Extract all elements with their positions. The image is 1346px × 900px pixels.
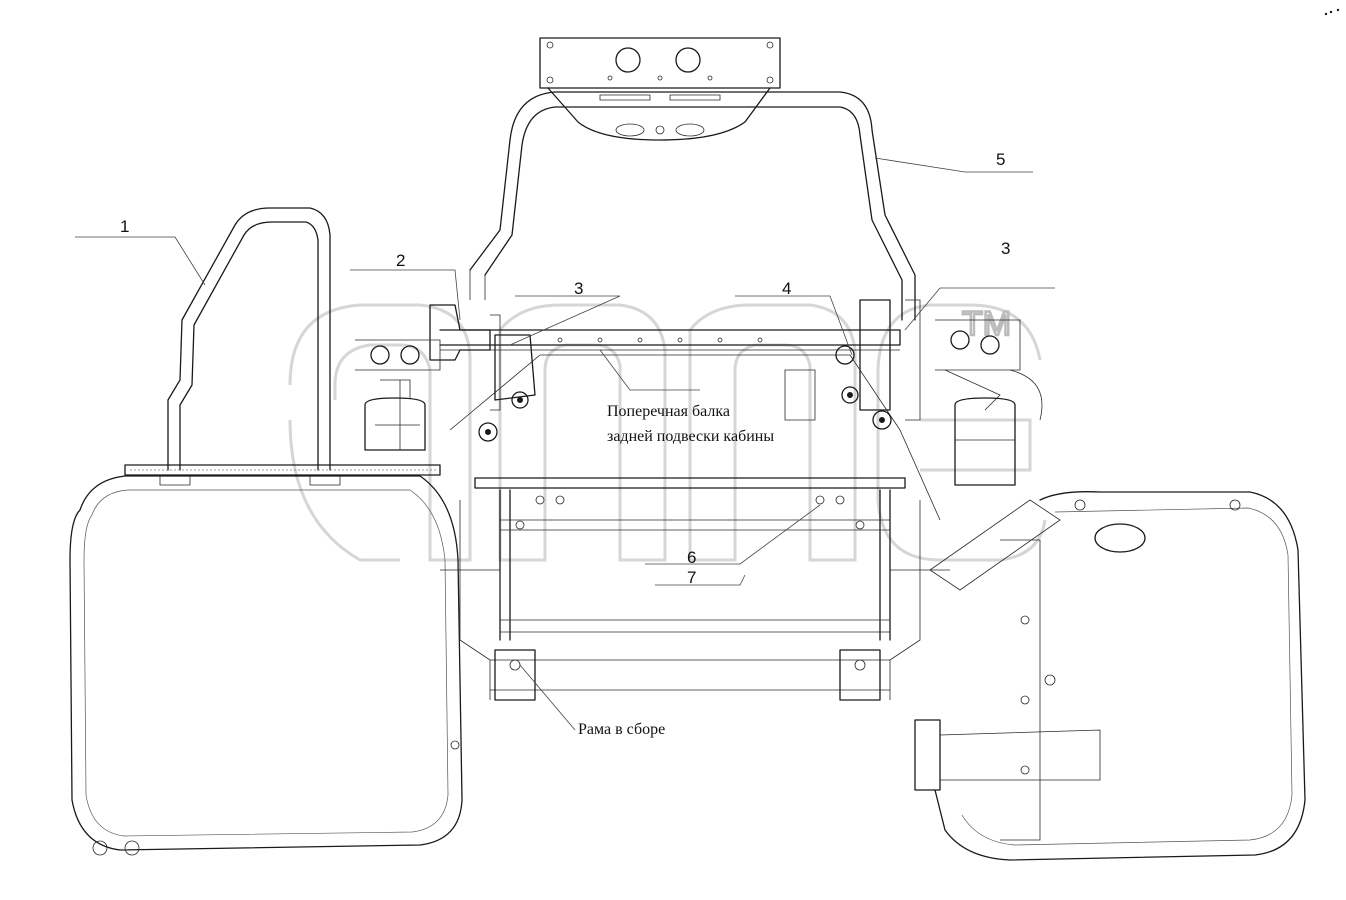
right-suspension xyxy=(784,299,1043,521)
callout-7: 7 xyxy=(687,568,696,587)
callouts: 1 2 3 4 3 5 6 7 xyxy=(120,150,1010,587)
leader-2 xyxy=(350,269,461,321)
callout-5: 5 xyxy=(996,150,1005,169)
tubular-frame-5 xyxy=(469,91,916,321)
callout-1: 1 xyxy=(120,217,129,236)
leader-5 xyxy=(874,157,1033,173)
callout-4: 4 xyxy=(782,279,791,298)
callout-3-right: 3 xyxy=(1001,239,1010,258)
crossbeam-label-line2: задней подвески кабины xyxy=(607,428,774,445)
callout-6: 6 xyxy=(687,548,696,567)
leader-crossbeam xyxy=(599,349,700,391)
callout-3-left: 3 xyxy=(574,279,583,298)
leader-6 xyxy=(645,504,821,565)
top-mounting-bracket xyxy=(539,37,781,141)
callout-2: 2 xyxy=(396,251,405,270)
leader-7 xyxy=(655,574,746,586)
leader-lines xyxy=(75,157,1055,731)
leader-frame xyxy=(519,664,576,731)
left-suspension xyxy=(355,304,536,451)
leader-3-left xyxy=(509,295,621,346)
handrail-1 xyxy=(124,207,441,486)
cab-outline-right xyxy=(914,491,1306,861)
chassis-frame xyxy=(440,477,1061,841)
frame-assembly-label: Рама в сборе xyxy=(578,721,665,738)
leader-4 xyxy=(735,295,853,356)
cab-outline-left xyxy=(69,475,463,856)
annotations: Поперечная балка задней подвески кабины … xyxy=(578,403,774,738)
corner-mark xyxy=(1324,8,1340,16)
leader-1 xyxy=(75,236,206,286)
watermark: TM xyxy=(288,303,1047,562)
crossbeam-label-line1: Поперечная балка xyxy=(607,403,730,420)
trademark-label: TM xyxy=(962,305,1011,343)
